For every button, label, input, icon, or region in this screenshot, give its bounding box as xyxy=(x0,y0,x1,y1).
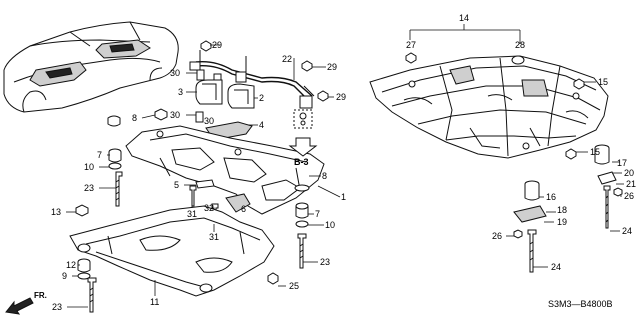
callout-22: 22 xyxy=(282,54,293,64)
callout-29-low: 29 xyxy=(336,92,347,102)
callout-30-mid: 30 xyxy=(170,110,181,120)
callout-leader-lines xyxy=(66,24,624,308)
assembly-caps-and-nuts xyxy=(405,52,585,160)
callout-30-low: 30 xyxy=(204,116,215,126)
callout-2: 2 xyxy=(259,93,265,103)
callout-9: 9 xyxy=(62,271,68,281)
vehicle-silhouette xyxy=(3,21,179,113)
assembled-subframe xyxy=(369,55,609,159)
diagram-code: S3M3—B4800B xyxy=(548,299,613,309)
rear-mount-bushing xyxy=(75,204,91,280)
callout-23-left: 23 xyxy=(84,183,95,193)
callout-23-bottom: 23 xyxy=(52,302,63,312)
callout-13: 13 xyxy=(51,207,62,217)
rear-subframe xyxy=(69,205,275,297)
flange-nuts xyxy=(154,40,329,123)
callout-23-right: 23 xyxy=(320,257,331,267)
callout-8-right: 8 xyxy=(322,171,328,181)
reference-label: B-3 xyxy=(294,157,309,167)
callout-10-right: 10 xyxy=(325,220,336,230)
callout-32: 32 xyxy=(204,203,215,213)
callout-28: 28 xyxy=(515,40,526,50)
callout-26-left: 26 xyxy=(492,231,503,241)
callout-21: 21 xyxy=(626,179,637,189)
callout-24-right: 24 xyxy=(622,226,633,236)
callout-17: 17 xyxy=(617,158,628,168)
callout-10-left: 10 xyxy=(84,162,95,172)
callout-15-upper: 15 xyxy=(598,77,609,87)
callout-16: 16 xyxy=(546,192,557,202)
callout-25: 25 xyxy=(289,281,300,291)
callout-6: 6 xyxy=(241,204,247,214)
callout-8-left: 8 xyxy=(132,113,138,123)
front-direction-label: FR. xyxy=(34,291,47,300)
callout-3: 3 xyxy=(178,87,184,97)
callout-31-lower: 31 xyxy=(209,232,220,242)
callout-1: 1 xyxy=(341,192,347,202)
callout-5: 5 xyxy=(174,180,180,190)
front-subframe xyxy=(125,125,325,215)
callout-31-upper: 31 xyxy=(187,209,198,219)
rear-mount-parts xyxy=(513,144,623,273)
callout-24-bottom: 24 xyxy=(551,262,562,272)
callout-11: 11 xyxy=(150,297,160,307)
callout-14: 14 xyxy=(459,13,470,23)
reference-arrow xyxy=(288,137,318,157)
stabilizer-bar xyxy=(189,50,315,129)
callout-29-top: 29 xyxy=(212,40,223,50)
callout-19: 19 xyxy=(557,217,568,227)
callout-29-mid: 29 xyxy=(327,62,338,72)
callout-18: 18 xyxy=(557,205,568,215)
callout-26-right: 26 xyxy=(624,191,635,201)
front-direction-arrow xyxy=(5,297,34,315)
callout-30-top: 30 xyxy=(170,68,181,78)
callout-15-lower: 15 xyxy=(590,147,601,157)
subframe-bushings xyxy=(107,115,310,228)
callout-27: 27 xyxy=(406,40,417,50)
callout-7-right: 7 xyxy=(315,209,321,219)
callout-7-left: 7 xyxy=(97,150,103,160)
stabilizer-mount-rubbers xyxy=(195,79,255,109)
callout-20: 20 xyxy=(624,168,635,178)
callout-4: 4 xyxy=(259,120,265,130)
callout-12: 12 xyxy=(66,260,77,270)
